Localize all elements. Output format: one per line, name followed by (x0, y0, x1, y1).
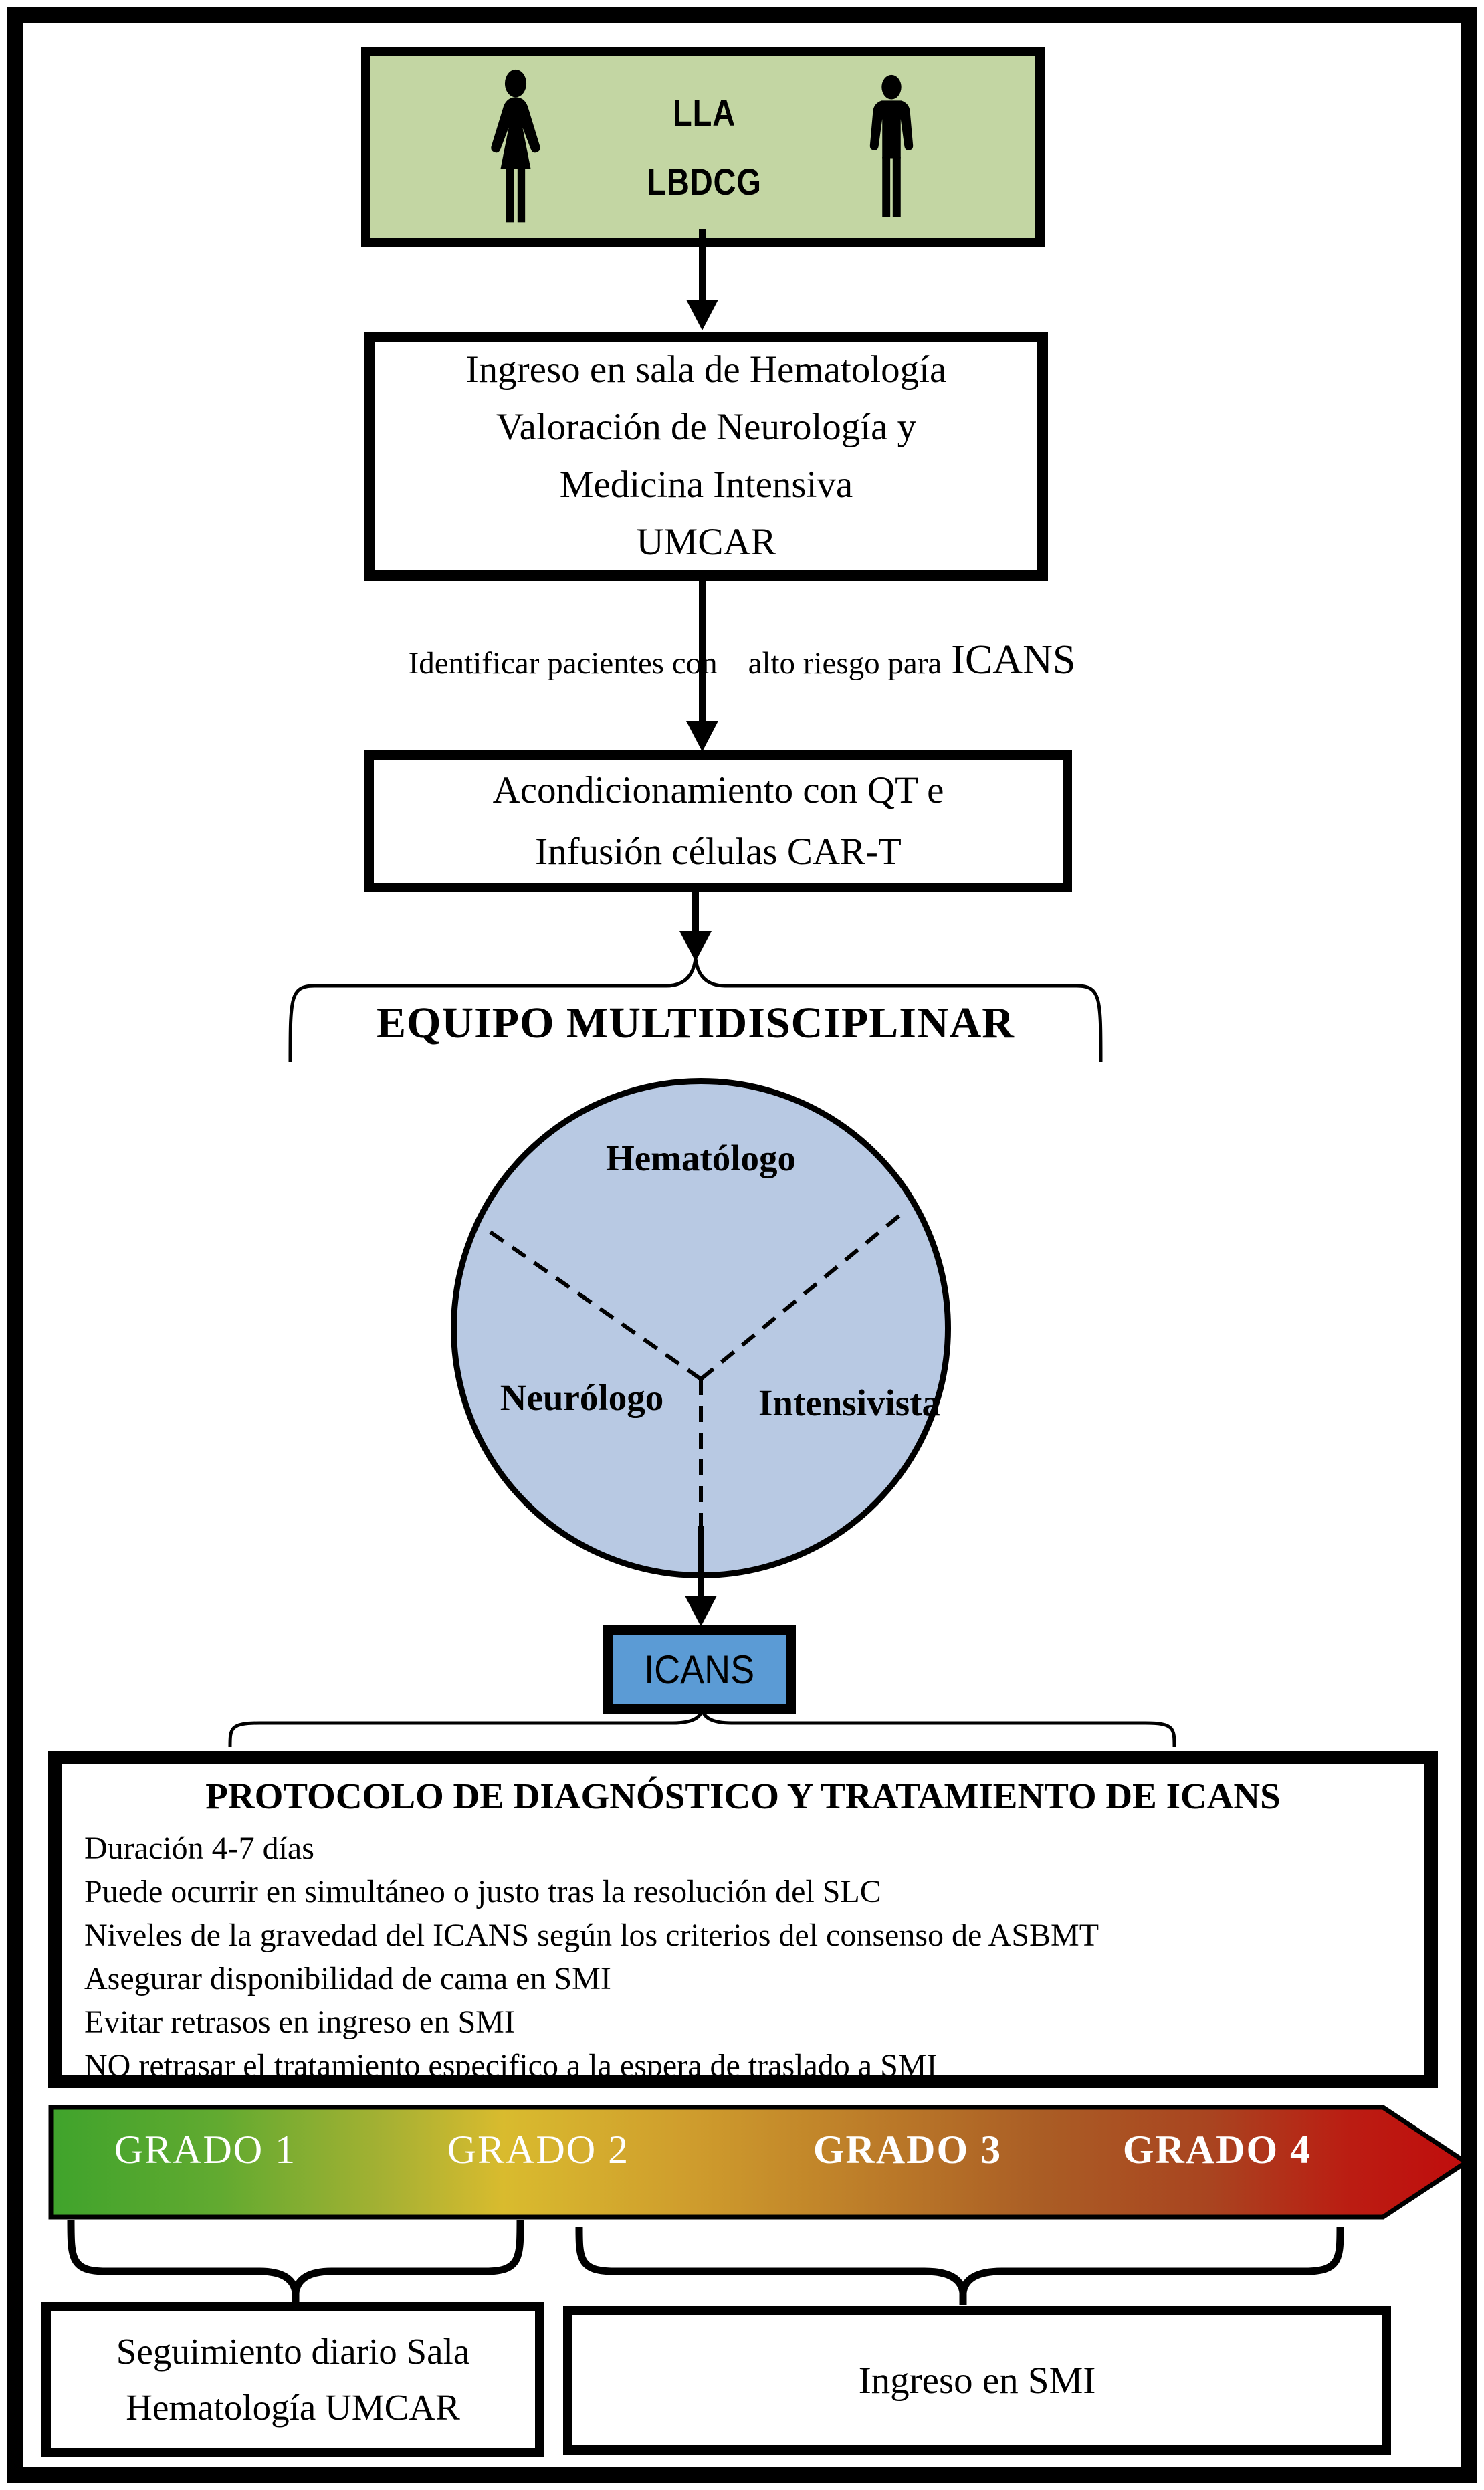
risk-note-part2: alto riesgo para ICANS (748, 637, 1076, 684)
protocol-box: PROTOCOLO DE DIAGNÓSTICO Y TRATAMIENTO D… (48, 1751, 1438, 2088)
team-brace (288, 958, 1103, 1063)
conditioning-line: Acondicionamiento con QT e (492, 769, 944, 811)
icans-box: ICANS (603, 1625, 796, 1714)
man-icon (869, 74, 914, 217)
patient-diagnosis-box: LLA LBDCG (361, 47, 1045, 247)
arrow-shaft (698, 1526, 704, 1598)
team-brace-label: EQUIPO MULTIDISCIPLINAR (377, 999, 1015, 1047)
followup-line: Hematología UMCAR (126, 2387, 460, 2428)
followup-box: Seguimiento diario Sala Hematología UMCA… (41, 2302, 544, 2457)
patient-diagnoses: LLA LBDCG (647, 91, 761, 203)
risk-note-text: alto riesgo para (748, 646, 942, 681)
grade-1-label: GRADO 1 (114, 2128, 297, 2172)
down-arrowhead-icon (686, 721, 718, 752)
arrow-shaft (699, 229, 706, 302)
risk-note-part1: Identificar pacientes con (408, 646, 718, 681)
grade-severity-arrow (48, 2105, 1471, 2220)
smi-admission-box: Ingreso en SMI (563, 2306, 1391, 2455)
diagnosis-lbdcg: LBDCG (647, 161, 762, 203)
admission-box: Ingreso en sala de Hematología Valoració… (364, 332, 1048, 581)
circle-label-intensivista: Intensivista (758, 1382, 940, 1423)
conditioning-box: Acondicionamiento con QT e Infusión célu… (364, 750, 1072, 892)
circle-label-neurologo: Neurólogo (500, 1377, 664, 1418)
circle-label-hematologo: Hematólogo (605, 1138, 797, 1178)
grade-3-4-underbrace (575, 2226, 1344, 2305)
protocol-title: PROTOCOLO DE DIAGNÓSTICO Y TRATAMIENTO D… (205, 1776, 1281, 1817)
protocol-line: Asegurar disponibilidad de cama en SMI (84, 1961, 611, 1996)
grade-1-2-underbrace (67, 2220, 524, 2303)
risk-note-icans: ICANS (951, 637, 1076, 683)
arrow-shaft (692, 892, 699, 936)
protocol-line: Evitar retrasos en ingreso en SMI (84, 2004, 515, 2040)
conditioning-line: Infusión células CAR-T (535, 831, 902, 873)
admission-line: Valoración de Neurología y (496, 406, 917, 448)
diagnosis-lla: LLA (673, 92, 736, 134)
admission-line: UMCAR (636, 521, 776, 563)
icans-brace (228, 1706, 1176, 1748)
grade-4-label: GRADO 4 (1122, 2128, 1312, 2172)
icans-label: ICANS (644, 1647, 755, 1692)
protocol-lines: Duración 4-7 días Puede ocurrir en simul… (62, 1827, 1424, 2087)
woman-icon (491, 69, 540, 223)
down-arrowhead-icon (679, 931, 712, 962)
risk-identification-note: Identificar pacientes con alto riesgo pa… (0, 637, 1484, 684)
protocol-line: Niveles de la gravedad del ICANS según l… (84, 1917, 1099, 1953)
protocol-line: Puede ocurrir en simultáneo o justo tras… (84, 1874, 881, 1909)
arrow-shaft (699, 581, 706, 724)
grade-2-label: GRADO 2 (447, 2128, 630, 2172)
smi-label: Ingreso en SMI (858, 2359, 1096, 2402)
admission-line: Medicina Intensiva (559, 463, 853, 506)
admission-line: Ingreso en sala de Hematología (465, 348, 947, 391)
protocol-line: Duración 4-7 días (84, 1831, 314, 1866)
followup-line: Seguimiento diario Sala (116, 2331, 470, 2372)
down-arrowhead-icon (685, 1596, 717, 1627)
outer-frame (7, 7, 1477, 2483)
grade-3-label: GRADO 3 (813, 2128, 1002, 2172)
circle-divider-lines (487, 1209, 907, 1533)
down-arrowhead-icon (686, 300, 718, 330)
protocol-line: NO retrasar el tratamiento especifico a … (84, 2048, 938, 2083)
